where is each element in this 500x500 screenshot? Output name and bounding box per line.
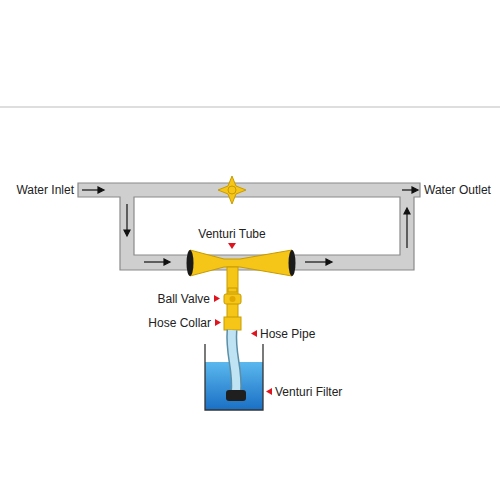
beaker <box>205 344 263 410</box>
flow-arrows <box>82 187 418 265</box>
venturi-filter <box>226 390 246 401</box>
venturi-tube <box>190 250 292 276</box>
pointer-triangles <box>214 243 272 395</box>
outlet-label: Water Outlet <box>424 183 491 197</box>
hose-pipe-edge <box>232 330 237 392</box>
suction-tube <box>227 267 238 319</box>
hose-collar <box>224 317 241 330</box>
ball-valve <box>224 288 241 304</box>
separator-line <box>0 107 500 108</box>
part-label: Venturi Filter <box>275 385 342 399</box>
part-label: Hose Collar <box>148 316 211 330</box>
venturi-flange <box>187 250 194 276</box>
inlet-label: Water Inlet <box>16 183 74 197</box>
part-label: Ball Valve <box>158 292 210 306</box>
bypass-valve <box>218 176 246 204</box>
venturi-flange <box>289 250 296 276</box>
part-label: Hose Pipe <box>260 327 315 341</box>
hose-pipe <box>232 330 237 392</box>
part-label: Venturi Tube <box>198 227 265 241</box>
